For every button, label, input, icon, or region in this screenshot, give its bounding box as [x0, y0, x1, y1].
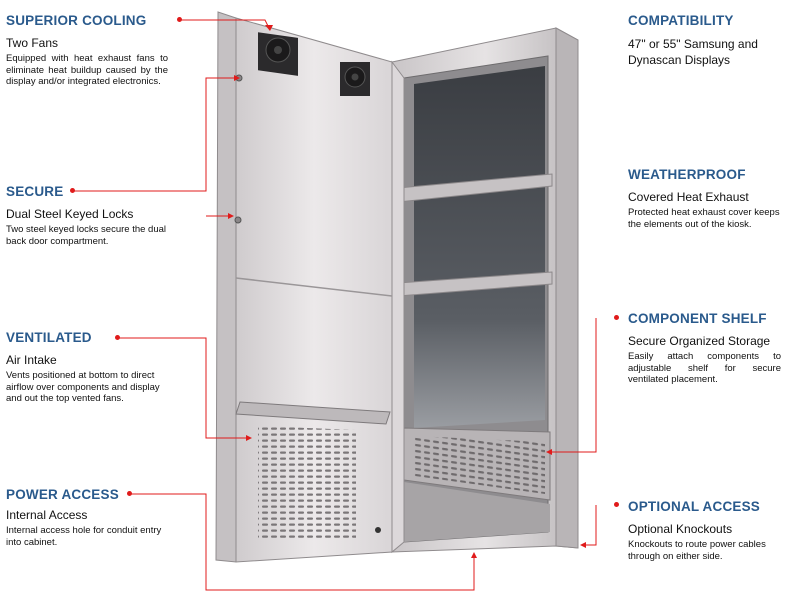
feature-superior-cooling: SUPERIOR COOLING Two Fans Equipped with … — [6, 13, 168, 88]
feature-subtitle: Optional Knockouts — [628, 522, 733, 536]
callout-dot — [614, 315, 619, 320]
feature-subtitle: 47" or 55" Samsung and Dynascan Displays — [628, 37, 758, 67]
feature-description: Easily attach components to adjustable s… — [628, 351, 781, 385]
feature-description: Equipped with heat exhaust fans to elimi… — [6, 53, 168, 87]
callout-dot — [70, 188, 75, 193]
feature-title: POWER ACCESS — [6, 487, 119, 502]
feature-description: Internal access hole for conduit entry i… — [6, 525, 162, 548]
callout-lines — [72, 19, 597, 591]
fan-icon — [258, 32, 298, 76]
lock-icon — [234, 216, 242, 224]
callout-arrow-icon — [228, 25, 586, 558]
feature-title: WEATHERPROOF — [628, 167, 746, 182]
callout-dot — [127, 491, 132, 496]
feature-subtitle: Internal Access — [6, 508, 88, 522]
vent-grille-icon — [258, 426, 356, 540]
display-screen — [414, 66, 545, 428]
feature-subtitle: Dual Steel Keyed Locks — [6, 207, 134, 221]
callout-dot — [115, 335, 120, 340]
feature-title: SUPERIOR COOLING — [6, 13, 147, 28]
feature-description: Knockouts to route power cables through … — [628, 539, 766, 562]
feature-ventilated: VENTILATED Air Intake Vents positioned a… — [6, 330, 168, 405]
air-intake-deflector — [235, 401, 391, 425]
feature-title: OPTIONAL ACCESS — [628, 499, 761, 514]
feature-title: SECURE — [6, 184, 64, 199]
feature-subtitle: Covered Heat Exhaust — [628, 190, 749, 204]
callout-dot — [177, 17, 182, 22]
cabinet-body — [391, 27, 579, 554]
feature-subtitle: Air Intake — [6, 353, 57, 367]
feature-title: COMPATIBILITY — [628, 13, 734, 28]
feature-power-access: POWER ACCESS Internal Access Internal ac… — [6, 487, 168, 548]
feature-optional-access: OPTIONAL ACCESS Optional Knockouts Knock… — [628, 499, 783, 562]
callout-dot — [614, 502, 619, 507]
feature-component-shelf: COMPONENT SHELF Secure Organized Storage… — [628, 311, 781, 386]
feature-subtitle: Secure Organized Storage — [628, 334, 771, 348]
feature-title: VENTILATED — [6, 330, 92, 345]
feature-title: COMPONENT SHELF — [628, 311, 767, 326]
feature-description: Protected heat exhaust cover keeps the e… — [628, 207, 780, 230]
fan-icon — [340, 62, 370, 96]
feature-subtitle: Two Fans — [6, 36, 59, 50]
feature-description: Vents positioned at bottom to direct air… — [6, 370, 160, 404]
feature-description: Two steel keyed locks secure the dual ba… — [6, 224, 167, 247]
cabinet-door — [215, 11, 393, 563]
feature-weatherproof: WEATHERPROOF Covered Heat Exhaust Protec… — [628, 167, 785, 230]
feature-compatibility: COMPATIBILITY 47" or 55" Samsung and Dyn… — [628, 13, 783, 68]
feature-secure: SECURE Dual Steel Keyed Locks Two steel … — [6, 184, 168, 247]
